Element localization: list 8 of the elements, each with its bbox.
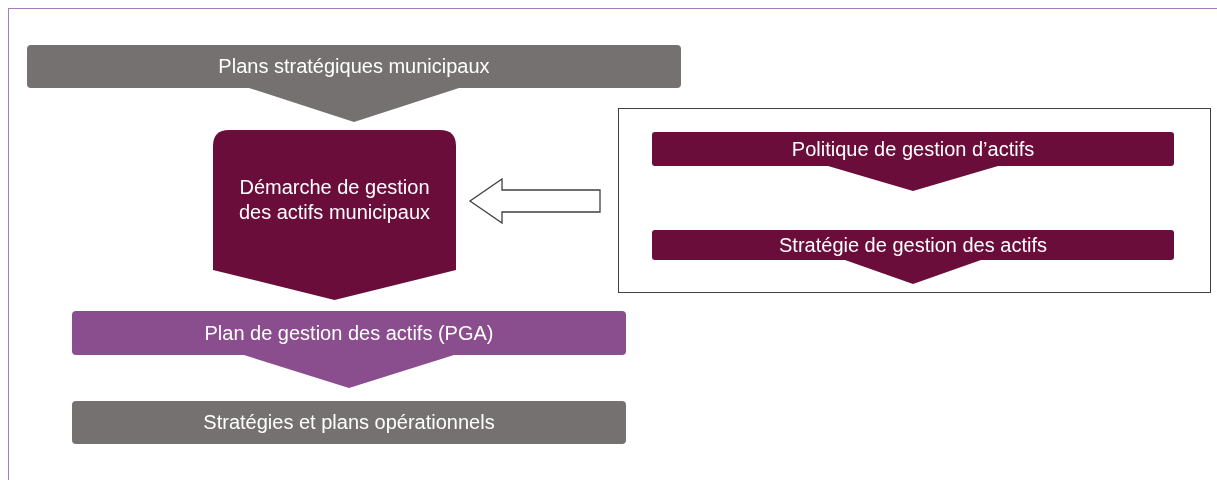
node-label: Stratégie de gestion des actifs bbox=[779, 232, 1047, 258]
node-label: Stratégies et plans opérationnels bbox=[203, 410, 495, 435]
node-label: Politique de gestion d’actifs bbox=[791, 136, 1035, 162]
node-label: Plan de gestion des actifs (PGA) bbox=[204, 320, 494, 346]
node-label: Plans stratégiques municipaux bbox=[218, 54, 490, 79]
hollow-arrow bbox=[468, 177, 601, 225]
node-label: Démarche de gestion des actifs municipaux bbox=[237, 175, 432, 225]
group-frame bbox=[618, 108, 1211, 293]
